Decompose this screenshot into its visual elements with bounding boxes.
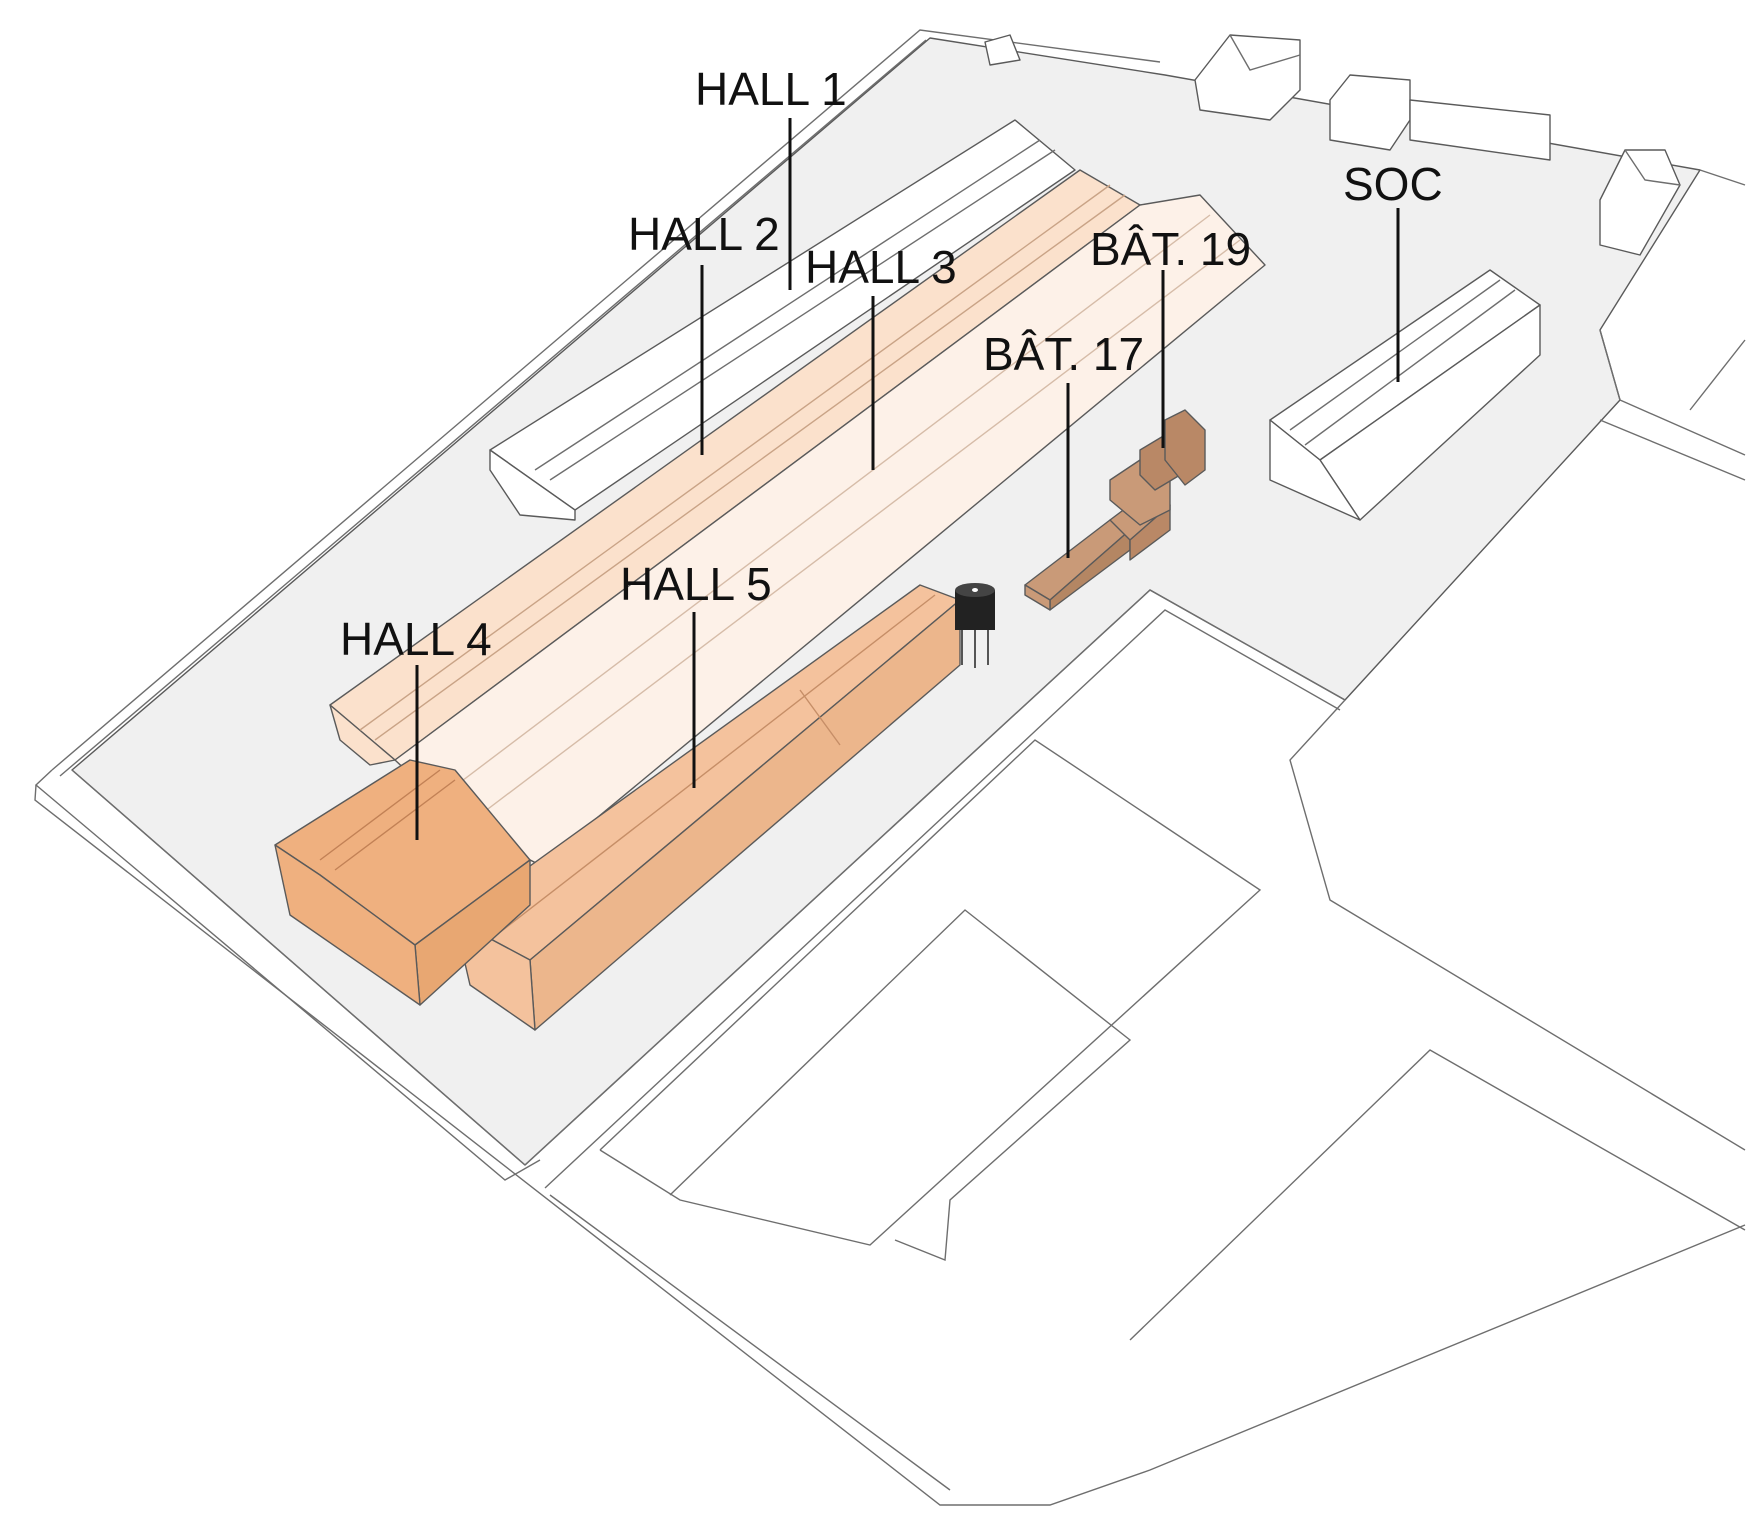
water-tower-icon: [955, 583, 995, 668]
label-bat-19: BÂT. 19: [1090, 223, 1251, 275]
label-hall-1: HALL 1: [695, 63, 847, 115]
label-hall-3: HALL 3: [805, 241, 957, 293]
labels: HALL 1 HALL 2 HALL 3 HALL 4 HALL 5 BÂT. …: [340, 63, 1443, 840]
building-bat-19: [1109, 409, 1206, 561]
north-edge-buildings: [984, 34, 1681, 256]
label-soc: SOC: [1343, 158, 1443, 210]
building-hall-1: [489, 119, 1076, 521]
building-hall-4: [274, 759, 531, 1006]
street-blocks: [34, 339, 1746, 1506]
building-soc: [1269, 269, 1541, 521]
label-hall-4: HALL 4: [340, 613, 492, 665]
label-hall-2: HALL 2: [628, 208, 780, 260]
label-hall-5: HALL 5: [620, 558, 772, 610]
building-hall-5: [454, 584, 961, 1031]
label-bat-17: BÂT. 17: [983, 328, 1144, 380]
